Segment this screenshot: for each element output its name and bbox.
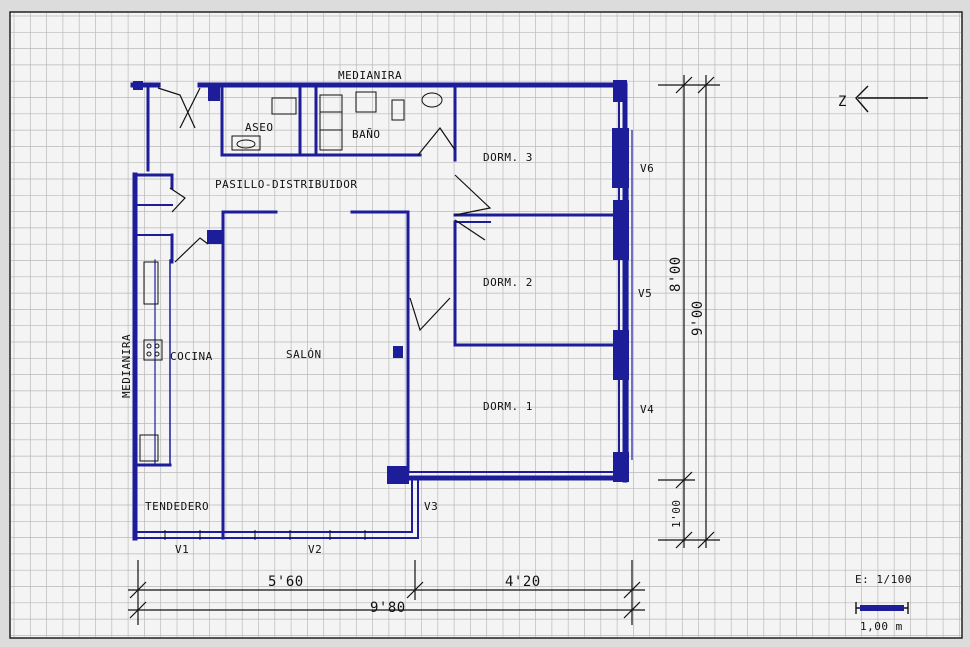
dim-h-left: 5'60 <box>268 574 304 590</box>
dorm1-label: DORM. 1 <box>483 400 533 413</box>
sanitary-fixtures <box>231 91 443 151</box>
dim-v-small: 1'00 <box>670 500 683 529</box>
dim-h-right: 4'20 <box>505 574 541 590</box>
tendedero-label: TENDEDERO <box>145 500 209 513</box>
dim-h-total: 9'80 <box>370 600 406 616</box>
cocina-label: COCINA <box>170 350 213 363</box>
scale-label: E: 1/100 <box>855 573 912 586</box>
pasillo-label: PASILLO-DISTRIBUIDOR <box>215 178 357 191</box>
dimension-lines <box>128 75 720 625</box>
aseo-label: ASEO <box>245 121 274 134</box>
doors <box>157 87 492 332</box>
paper-sheet <box>9 11 963 639</box>
window-v5-label: V5 <box>638 287 652 300</box>
window-v6-label: V6 <box>640 162 654 175</box>
medianera-top-label: MEDIANIRA <box>338 69 402 82</box>
kitchen-appliances <box>139 261 163 462</box>
north-label: Z <box>838 94 847 110</box>
scale-bar-label: 1,00 m <box>860 620 903 633</box>
bottom-window-ticks <box>164 530 366 540</box>
window-v2-label: V2 <box>308 543 322 556</box>
north-arrow-icon <box>855 85 928 113</box>
pillars <box>133 80 629 484</box>
dorm2-label: DORM. 2 <box>483 276 533 289</box>
medianera-left-label: MEDIANIRA <box>120 334 133 398</box>
dim-v-inner: 8'00 <box>668 256 684 292</box>
salon-label: SALÓN <box>286 348 322 361</box>
window-v4-label: V4 <box>640 403 654 416</box>
window-v3-label: V3 <box>424 500 438 513</box>
dorm3-label: DORM. 3 <box>483 151 533 164</box>
dim-v-outer: 9'00 <box>690 300 706 336</box>
window-v1-label: V1 <box>175 543 189 556</box>
right-windows <box>627 130 633 460</box>
bano-label: BAÑO <box>352 128 381 141</box>
scale-bar-icon <box>855 602 909 614</box>
